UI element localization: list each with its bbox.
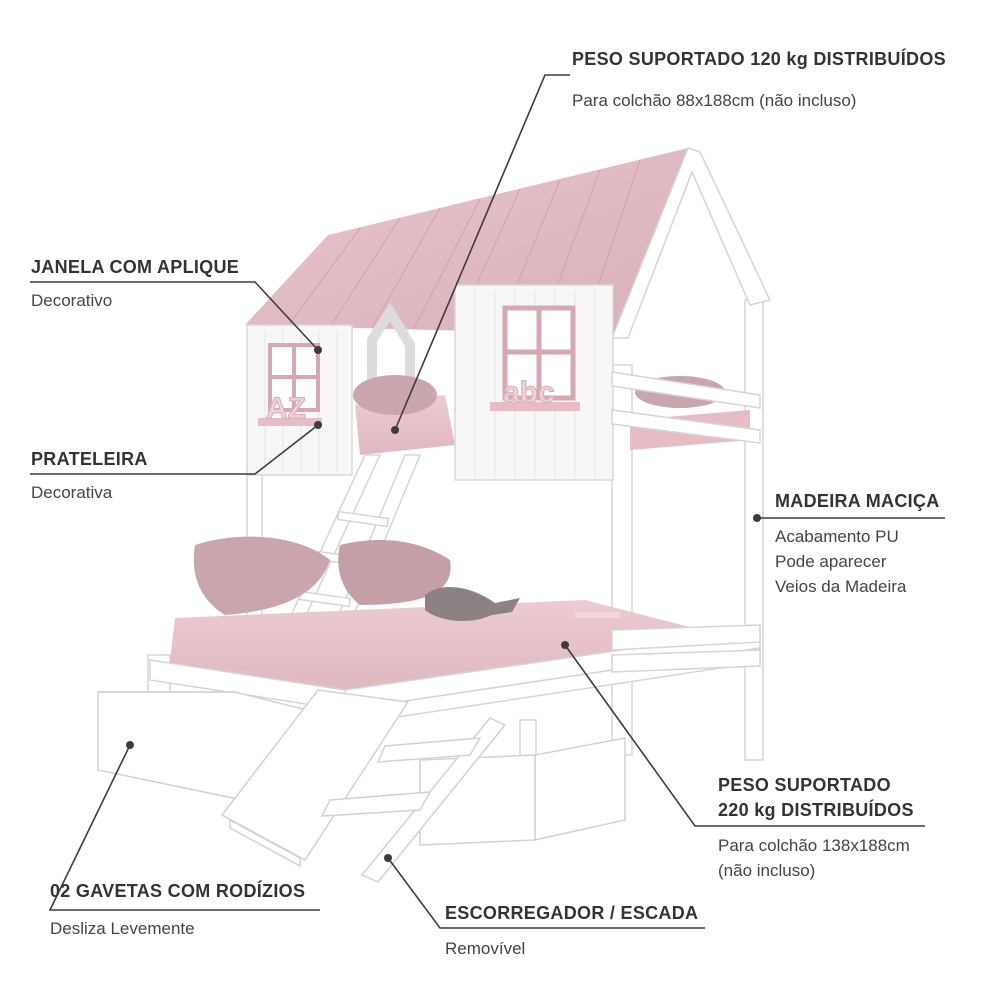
- callout-bottom-bunk-title-line: PESO SUPORTADO: [718, 775, 891, 795]
- window-letters: AZ: [266, 392, 306, 425]
- bottom-frame: [149, 624, 761, 761]
- drawers: [97, 691, 626, 846]
- callout-bottom-bunk-title-line: 220 kg DISTRIBUÍDOS: [718, 800, 914, 820]
- right-wall: [454, 284, 614, 481]
- callout-slide: ESCORREGADOR / ESCADA Removível: [445, 902, 698, 961]
- left-wall: [246, 324, 353, 476]
- callout-drawers-desc: Desliza Levemente: [50, 919, 195, 938]
- callout-top-bunk: PESO SUPORTADO 120 kg DISTRIBUÍDOS Para …: [572, 48, 946, 113]
- callout-wood-desc-line: Veios da Madeira: [775, 577, 907, 596]
- callout-wood-title: MADEIRA MACIÇA: [775, 491, 940, 511]
- callout-shelf-desc: Decorativa: [31, 483, 113, 502]
- callout-wood-desc-line: Acabamento PU: [775, 527, 899, 546]
- callout-shelf: PRATELEIRA Decorativa: [31, 448, 148, 505]
- callout-bottom-bunk: PESO SUPORTADO 220 kg DISTRIBUÍDOS Para …: [718, 774, 914, 883]
- callout-shelf-title: PRATELEIRA: [31, 449, 148, 469]
- callout-top-bunk-desc: Para colchão 88x188cm (não incluso): [572, 91, 857, 110]
- callout-drawers: 02 GAVETAS COM RODÍZIOS Desliza Levement…: [50, 880, 305, 941]
- callout-slide-title: ESCORREGADOR / ESCADA: [445, 903, 699, 923]
- top-mattress: [353, 375, 455, 455]
- callout-window-desc: Decorativo: [31, 291, 113, 310]
- callout-bottom-bunk-desc-line: Para colchão 138x188cm: [718, 836, 910, 855]
- callout-dots: [126, 346, 761, 862]
- callout-top-bunk-title: PESO SUPORTADO 120 kg DISTRIBUÍDOS: [572, 49, 946, 69]
- shelf-letters: abc: [503, 376, 555, 409]
- callout-wood-desc-line: Pode aparecer: [775, 552, 887, 571]
- slide-stair: [220, 689, 507, 883]
- callout-drawers-title: 02 GAVETAS COM RODÍZIOS: [50, 881, 306, 901]
- callout-bottom-bunk-desc-line: (não incluso): [718, 861, 816, 880]
- callout-window: JANELA COM APLIQUE Decorativo: [31, 256, 239, 313]
- top-guardrail: [611, 371, 761, 450]
- callout-wood: MADEIRA MACIÇA Acabamento PU Pode aparec…: [775, 490, 940, 599]
- bottom-pillows: [193, 536, 451, 615]
- callout-slide-desc: Removível: [445, 939, 526, 958]
- callout-window-title: JANELA COM APLIQUE: [31, 257, 240, 277]
